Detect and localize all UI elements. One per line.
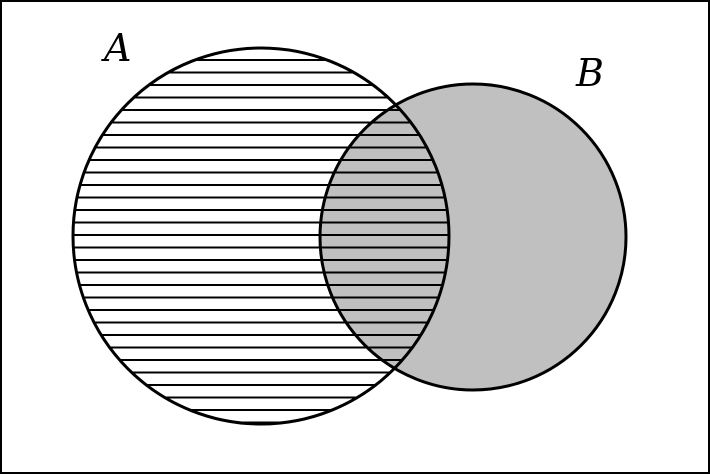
- set-b-fill: [320, 84, 626, 390]
- set-b-circle: [318, 82, 628, 392]
- set-b-label: B: [575, 51, 604, 95]
- set-a-label: A: [101, 26, 131, 70]
- set-a-circle: [71, 46, 451, 426]
